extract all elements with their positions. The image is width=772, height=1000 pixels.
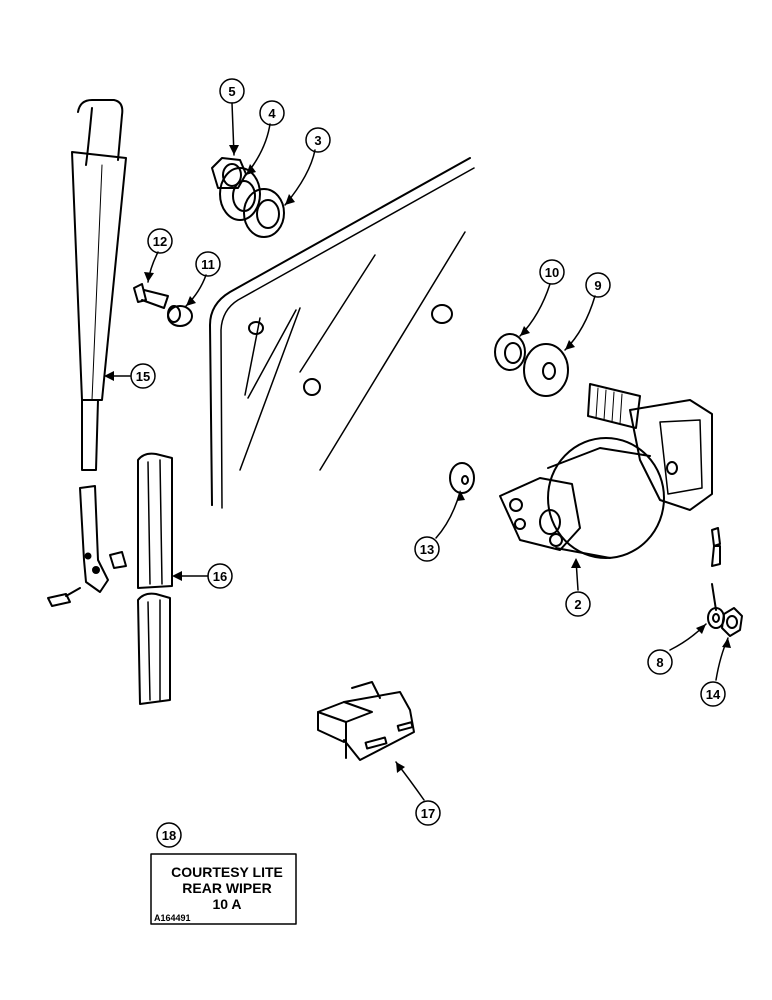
bushing-part-11 [167, 305, 193, 327]
callout-17-num: 17 [421, 806, 435, 821]
callout-9: 9 [585, 272, 611, 298]
callout-13-num: 13 [420, 542, 434, 557]
callout-18-num: 18 [162, 828, 176, 843]
callout-2-num: 2 [574, 597, 581, 612]
window-glass [209, 157, 475, 509]
label-line-1: COURTESY LITE [171, 864, 283, 880]
callout-14: 14 [700, 681, 726, 707]
callout-13: 13 [414, 536, 440, 562]
callout-5: 5 [219, 78, 245, 104]
callout-3: 3 [305, 127, 331, 153]
callout-12-num: 12 [153, 234, 167, 249]
callout-2: 2 [565, 591, 591, 617]
callouts: 5 4 3 12 11 15 10 9 13 16 2 8 14 17 18 [130, 78, 726, 848]
callout-12: 12 [147, 228, 173, 254]
washer-part-3 [243, 188, 285, 238]
washer-part-10 [494, 333, 526, 371]
wiper-motor [499, 383, 713, 559]
callout-18: 18 [156, 822, 182, 848]
callout-17: 17 [415, 800, 441, 826]
wiper-arm [47, 99, 127, 607]
wiper-blade [137, 452, 173, 705]
callout-15-num: 15 [136, 369, 150, 384]
callout-10: 10 [539, 259, 565, 285]
label-line-3: 10 A [212, 896, 241, 912]
callout-16-num: 16 [213, 569, 227, 584]
callout-3-num: 3 [314, 133, 321, 148]
leader-lines [107, 102, 729, 801]
callout-9-num: 9 [594, 278, 601, 293]
callout-16: 16 [207, 563, 233, 589]
callout-5-num: 5 [228, 84, 235, 99]
callout-11: 11 [195, 251, 221, 277]
fuse-part-17 [317, 681, 415, 761]
callout-15: 15 [130, 363, 156, 389]
label-line-2: REAR WIPER [182, 880, 271, 896]
callout-8-num: 8 [656, 655, 663, 670]
washer-part-9 [523, 343, 569, 397]
callout-10-num: 10 [545, 265, 559, 280]
callout-4-num: 4 [268, 106, 276, 121]
callout-11-num: 11 [201, 257, 215, 272]
washer-part-13 [449, 462, 475, 494]
terminal-upper [711, 527, 721, 567]
callout-4: 4 [259, 100, 285, 126]
label-ref: A164491 [154, 913, 191, 923]
decal-label-part-18: COURTESY LITE REAR WIPER 10 A A164491 [150, 853, 297, 925]
ring-terminal-part-8 [707, 583, 725, 629]
callout-8: 8 [647, 649, 673, 675]
arrowheads [104, 145, 731, 773]
callout-14-num: 14 [706, 687, 721, 702]
bolt-part-12 [133, 283, 169, 309]
nut-part-14 [721, 607, 743, 637]
